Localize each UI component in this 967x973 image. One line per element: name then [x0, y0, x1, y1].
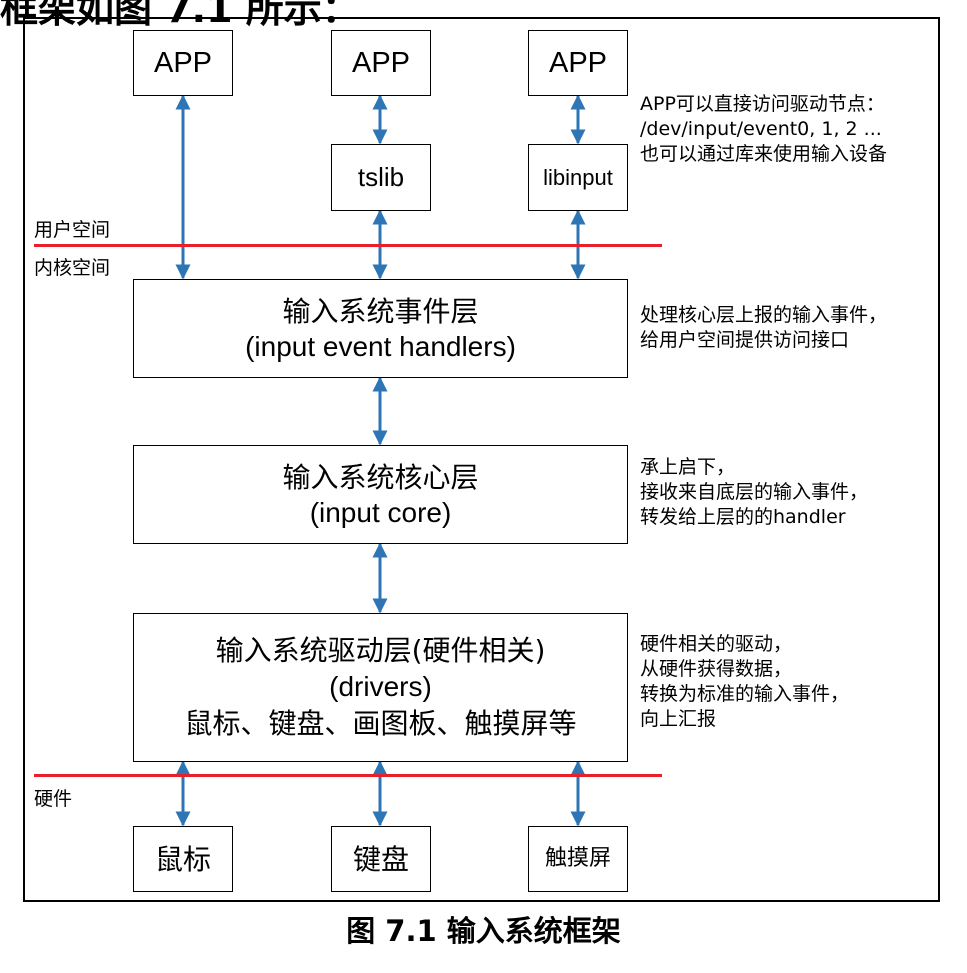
tslib-label: tslib [357, 162, 405, 193]
driver-note-line-3: 转换为标准的输入事件， [640, 683, 850, 706]
app-note-line-1: APP可以直接访问驱动节点： [640, 93, 885, 115]
app-box-2-label: APP [351, 46, 411, 79]
driver-layer-devices: 鼠标、键盘、画图板、触摸屏等 [184, 706, 577, 740]
app-box-1-label: APP [153, 46, 213, 79]
keyboard-label: 键盘 [352, 842, 409, 876]
driver-note-line-1: 硬件相关的驱动， [640, 633, 793, 655]
tslib-box: tslib [331, 144, 431, 211]
driver-layer-title: 输入系统驱动层(硬件相关) [215, 633, 546, 667]
libinput-label: libinput [543, 164, 613, 190]
core-layer-title: 输入系统核心层 [282, 460, 479, 494]
diagram-frame [23, 17, 940, 902]
driver-note-line-2: 从硬件获得数据， [640, 658, 793, 681]
driver-note-line-4: 向上汇报 [640, 708, 717, 731]
libinput-box: libinput [528, 144, 628, 211]
event-layer-subtitle: (input event handlers) [245, 330, 516, 362]
core-note-line-2: 接收来自底层的输入事件， [640, 481, 869, 504]
hardware-label: 硬件 [34, 788, 73, 810]
mouse-box: 鼠标 [133, 826, 233, 892]
app-box-3-label: APP [548, 46, 608, 79]
kernel-hardware-divider [34, 774, 662, 777]
core-layer-subtitle: (input core) [309, 496, 452, 528]
touchscreen-label: 触摸屏 [544, 846, 611, 872]
core-note-line-1: 承上启下， [640, 456, 736, 478]
kernel-space-label: 内核空间 [34, 257, 111, 279]
app-note-line-2: /dev/input/event0, 1, 2 ... [640, 118, 882, 141]
app-box-3: APP [528, 30, 628, 96]
core-note: 承上启下， 接收来自底层的输入事件， 转发给上层的的handler [640, 455, 868, 530]
app-note-line-3: 也可以通过库来使用输入设备 [640, 143, 888, 166]
event-layer-title: 输入系统事件层 [282, 294, 479, 328]
event-note-line-1: 处理核心层上报的输入事件， [640, 304, 888, 326]
core-layer-box: 输入系统核心层 (input core) [133, 445, 628, 544]
figure-caption: 图 7.1 输入系统框架 [346, 914, 621, 948]
driver-note: 硬件相关的驱动， 从硬件获得数据， 转换为标准的输入事件， 向上汇报 [640, 632, 849, 732]
mouse-label: 鼠标 [154, 842, 211, 876]
core-note-line-3: 转发给上层的的handler [640, 506, 846, 529]
intro-text: 框架如图 7.1 所示： [0, 0, 360, 31]
user-kernel-divider [34, 244, 662, 247]
app-box-2: APP [331, 30, 431, 96]
event-note: 处理核心层上报的输入事件， 给用户空间提供访问接口 [640, 303, 887, 353]
driver-layer-subtitle: (drivers) [329, 671, 432, 703]
event-note-line-2: 给用户空间提供访问接口 [640, 329, 850, 352]
user-space-label: 用户空间 [34, 219, 111, 241]
app-note: APP可以直接访问驱动节点： /dev/input/event0, 1, 2 .… [640, 92, 887, 167]
driver-layer-box: 输入系统驱动层(硬件相关) (drivers) 鼠标、键盘、画图板、触摸屏等 [133, 613, 628, 762]
keyboard-box: 键盘 [331, 826, 431, 892]
touchscreen-box: 触摸屏 [528, 826, 628, 892]
event-layer-box: 输入系统事件层 (input event handlers) [133, 279, 628, 378]
app-box-1: APP [133, 30, 233, 96]
